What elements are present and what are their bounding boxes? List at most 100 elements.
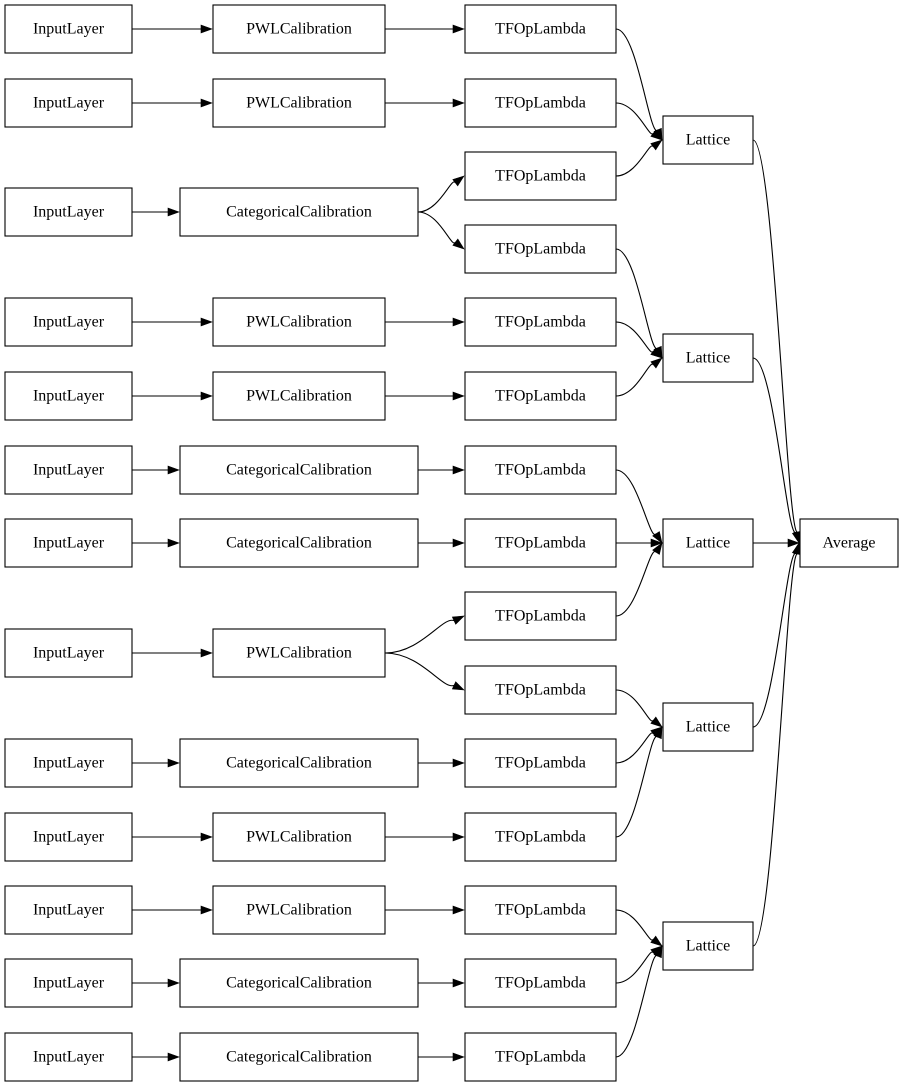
node-box [179, 187, 419, 237]
node-label: InputLayer [33, 462, 105, 479]
node-in1[interactable]: InputLayer [4, 4, 133, 54]
edge-cal8-to-op9 [384, 619, 455, 654]
node-lat5[interactable]: Lattice [662, 921, 754, 971]
edge-layer [132, 24, 803, 1062]
arrowhead-icon [650, 139, 663, 151]
node-op7[interactable]: TFOpLambda [464, 445, 617, 495]
node-op9[interactable]: TFOpLambda [464, 591, 617, 641]
arrowhead-icon [650, 538, 663, 548]
node-op4[interactable]: TFOpLambda [464, 224, 617, 274]
node-box [464, 518, 617, 568]
node-cal7[interactable]: CategoricalCalibration [179, 518, 419, 568]
node-in5[interactable]: InputLayer [4, 371, 133, 421]
node-op15[interactable]: TFOpLambda [464, 1032, 617, 1082]
edge-op3-to-lat1 [615, 145, 654, 177]
node-label: PWLCalibration [246, 95, 352, 112]
node-cal10[interactable]: PWLCalibration [212, 812, 386, 862]
node-box [4, 628, 133, 678]
node-op1[interactable]: TFOpLambda [464, 4, 617, 54]
node-box [464, 445, 617, 495]
edge-op11-to-lat4 [615, 732, 654, 764]
node-in9[interactable]: InputLayer [4, 738, 133, 788]
node-cal4[interactable]: PWLCalibration [212, 297, 386, 347]
arrowhead-icon [650, 129, 663, 141]
node-label: InputLayer [33, 829, 105, 846]
node-box [212, 628, 386, 678]
node-box [464, 224, 617, 274]
node-op12[interactable]: TFOpLambda [464, 812, 617, 862]
edge-lat5-to-avg [752, 553, 799, 947]
node-cal9[interactable]: CategoricalCalibration [179, 738, 419, 788]
node-box [464, 297, 617, 347]
node-box [4, 1032, 133, 1082]
node-in2[interactable]: InputLayer [4, 78, 133, 128]
node-op3[interactable]: TFOpLambda [464, 151, 617, 201]
node-cal5[interactable]: PWLCalibration [212, 371, 386, 421]
node-op14[interactable]: TFOpLambda [464, 958, 617, 1008]
arrowhead-icon [200, 905, 213, 915]
node-lat3[interactable]: Lattice [662, 518, 754, 568]
node-op8[interactable]: TFOpLambda [464, 518, 617, 568]
node-cal3[interactable]: CategoricalCalibration [179, 187, 419, 237]
node-op13[interactable]: TFOpLambda [464, 885, 617, 935]
node-label: InputLayer [33, 314, 105, 331]
node-in7[interactable]: InputLayer [4, 518, 133, 568]
arrowhead-icon [650, 347, 663, 359]
arrowhead-icon [452, 758, 465, 768]
arrowhead-icon [167, 207, 180, 217]
node-box [179, 1032, 419, 1082]
node-in8[interactable]: InputLayer [4, 628, 133, 678]
node-in4[interactable]: InputLayer [4, 297, 133, 347]
node-cal1[interactable]: PWLCalibration [212, 4, 386, 54]
node-box [464, 1032, 617, 1082]
arrowhead-icon [452, 317, 465, 327]
arrowhead-icon [650, 716, 663, 728]
node-in12[interactable]: InputLayer [4, 958, 133, 1008]
node-box [4, 812, 133, 862]
node-box [4, 738, 133, 788]
node-box [212, 885, 386, 935]
edge-cal3-to-op3 [417, 181, 456, 213]
node-label: PWLCalibration [246, 902, 352, 919]
node-label: CategoricalCalibration [226, 204, 372, 221]
arrowhead-icon [652, 542, 663, 555]
node-in6[interactable]: InputLayer [4, 445, 133, 495]
arrowhead-icon [167, 758, 180, 768]
node-label: TFOpLambda [495, 755, 586, 772]
arrowhead-icon [452, 238, 465, 250]
node-in10[interactable]: InputLayer [4, 812, 133, 862]
node-cal11[interactable]: PWLCalibration [212, 885, 386, 935]
node-cal8[interactable]: PWLCalibration [212, 628, 386, 678]
node-cal2[interactable]: PWLCalibration [212, 78, 386, 128]
node-op11[interactable]: TFOpLambda [464, 738, 617, 788]
node-avg[interactable]: Average [799, 518, 899, 568]
node-label: CategoricalCalibration [226, 535, 372, 552]
node-box [179, 518, 419, 568]
node-op2[interactable]: TFOpLambda [464, 78, 617, 128]
node-cal6[interactable]: CategoricalCalibration [179, 445, 419, 495]
arrowhead-icon [451, 615, 465, 625]
node-op10[interactable]: TFOpLambda [464, 665, 617, 715]
node-op5[interactable]: TFOpLambda [464, 297, 617, 347]
arrowhead-icon [200, 391, 213, 401]
edge-lat4-to-avg [752, 553, 797, 728]
node-label: InputLayer [33, 975, 105, 992]
node-in3[interactable]: InputLayer [4, 187, 133, 237]
node-lat4[interactable]: Lattice [662, 702, 754, 752]
node-cal13[interactable]: CategoricalCalibration [179, 1032, 419, 1082]
node-in13[interactable]: InputLayer [4, 1032, 133, 1082]
node-lat1[interactable]: Lattice [662, 115, 754, 165]
node-label: InputLayer [33, 755, 105, 772]
arrowhead-icon [200, 648, 213, 658]
node-label: PWLCalibration [246, 645, 352, 662]
edge-op14-to-lat5 [615, 951, 654, 984]
arrowhead-icon [452, 905, 465, 915]
node-cal12[interactable]: CategoricalCalibration [179, 958, 419, 1008]
arrowhead-icon [787, 538, 800, 548]
edge-op2-to-lat1 [615, 102, 654, 135]
node-in11[interactable]: InputLayer [4, 885, 133, 935]
arrowhead-icon [200, 832, 213, 842]
node-label: PWLCalibration [246, 388, 352, 405]
node-lat2[interactable]: Lattice [662, 333, 754, 383]
node-op6[interactable]: TFOpLambda [464, 371, 617, 421]
